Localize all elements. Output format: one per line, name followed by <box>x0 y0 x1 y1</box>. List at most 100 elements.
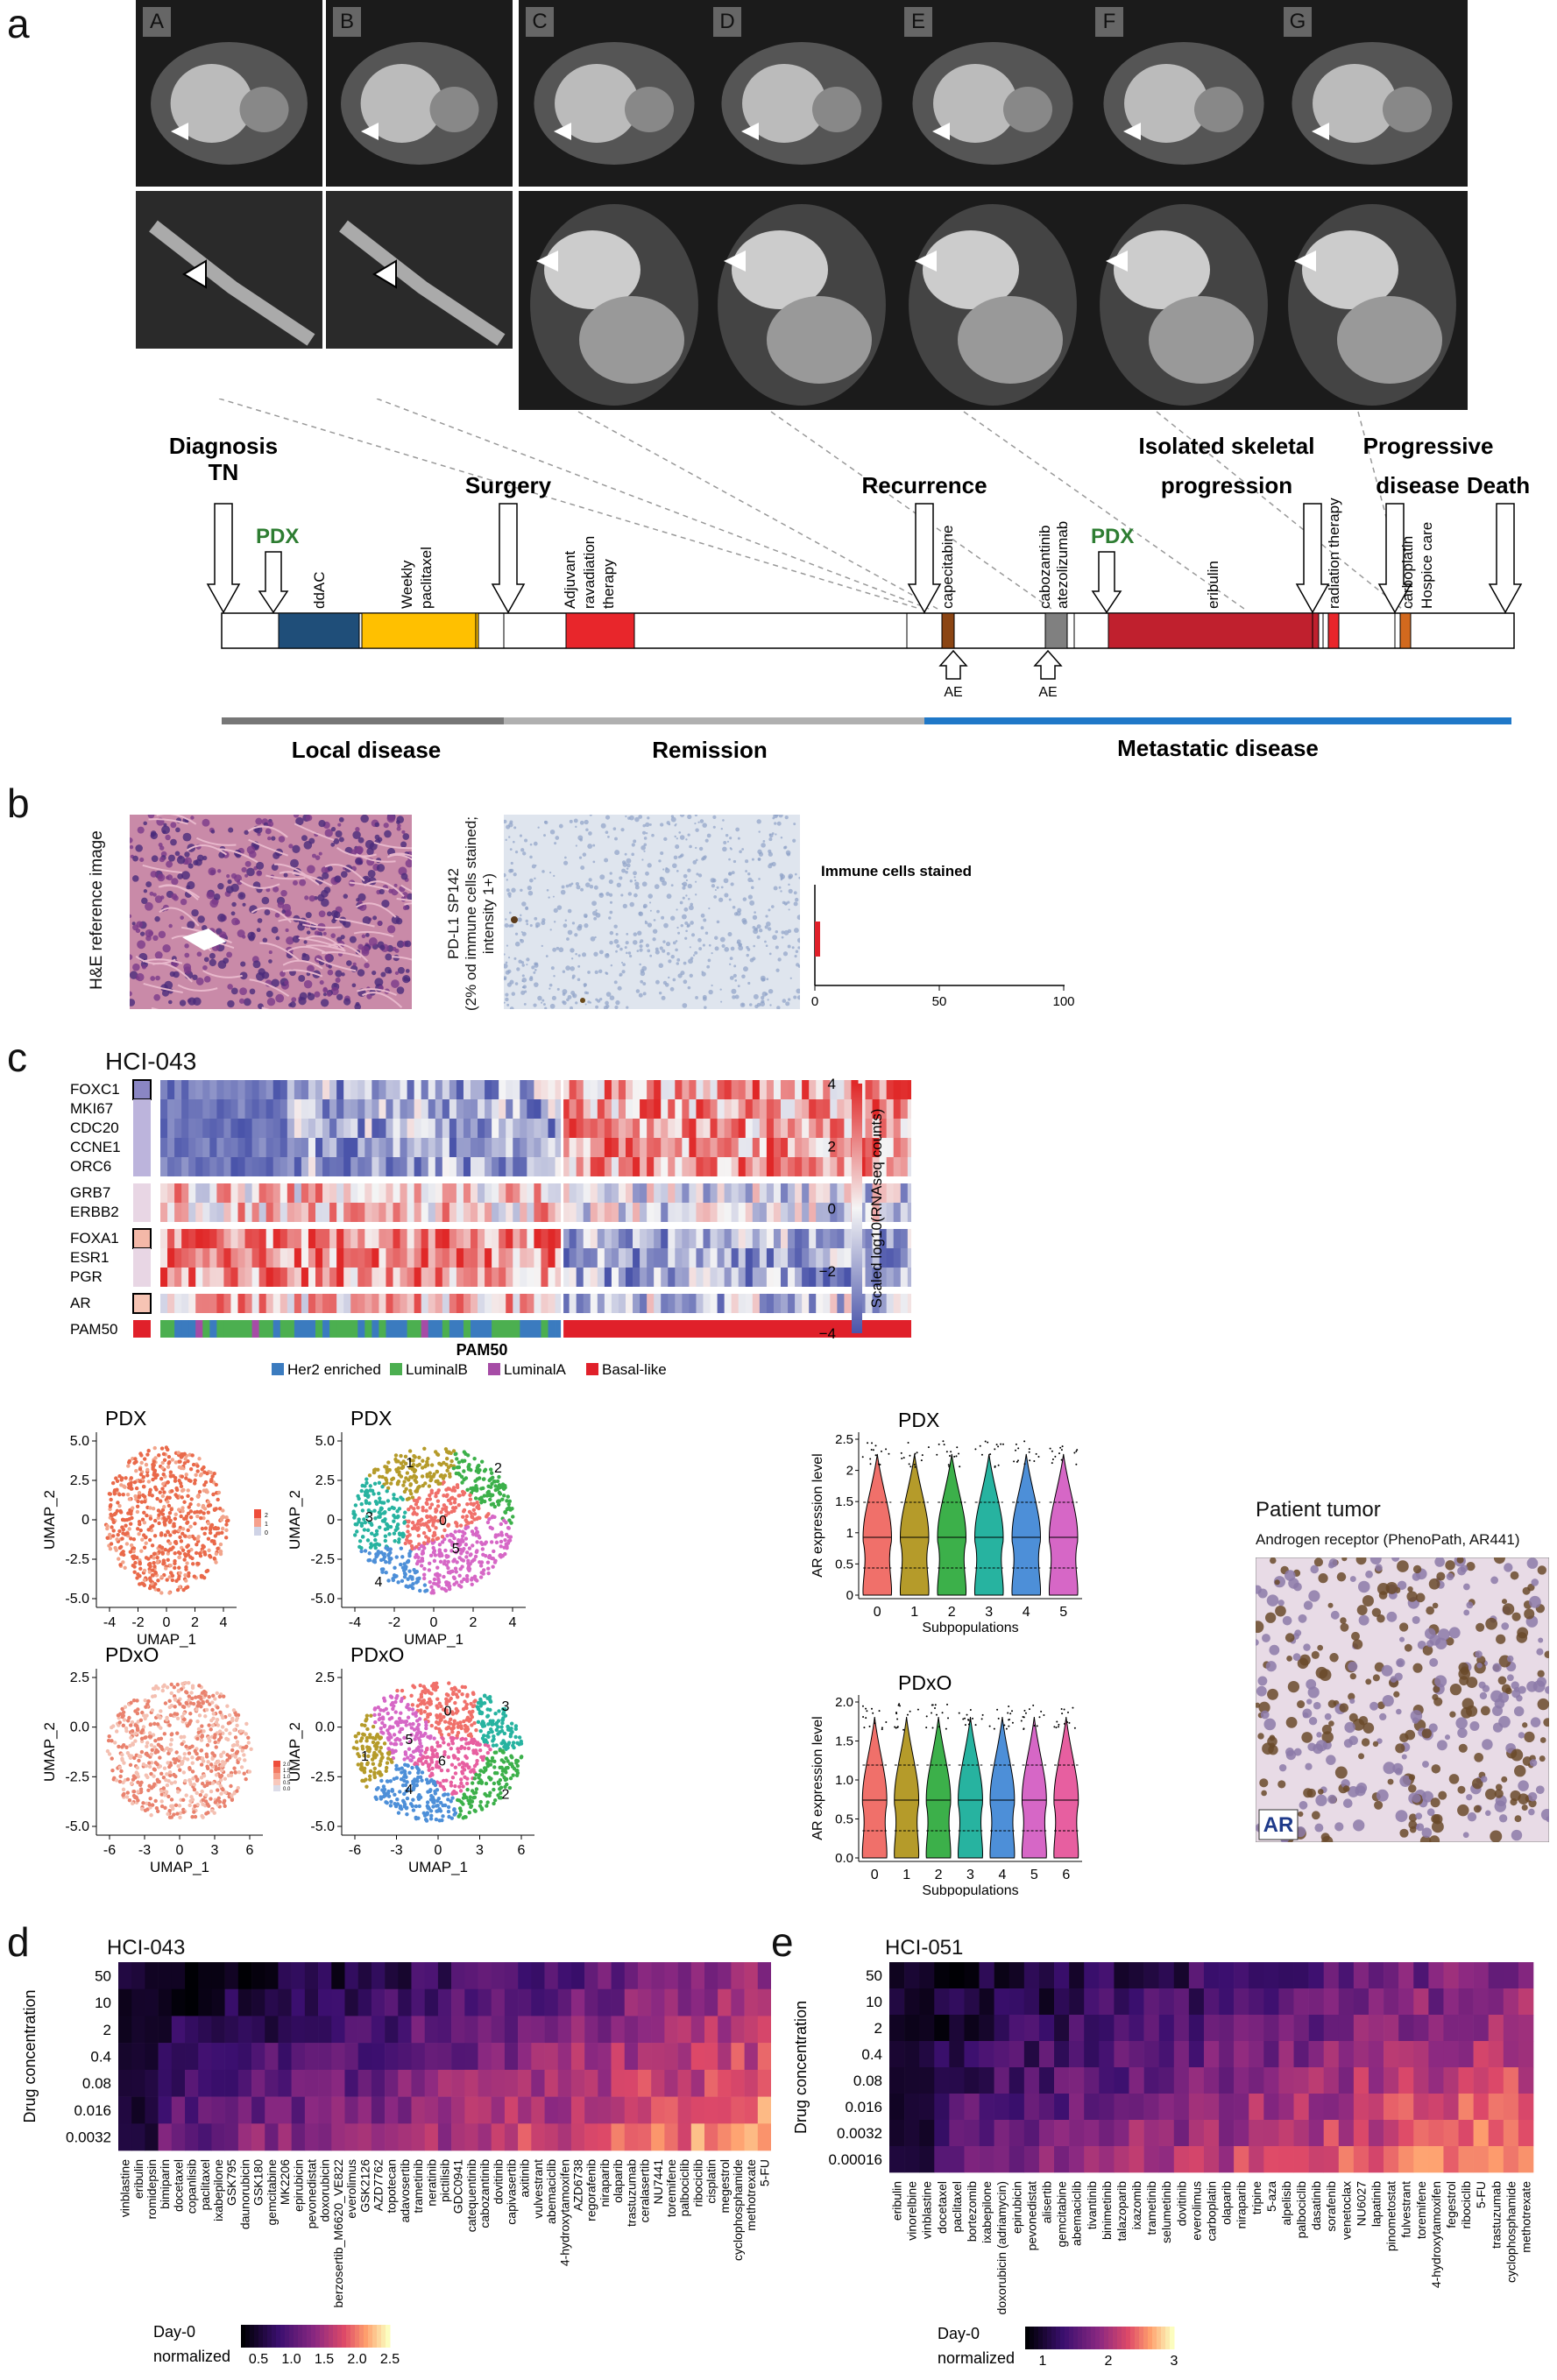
nucleus <box>175 827 180 833</box>
heatmap-cell <box>647 1138 655 1157</box>
umap-point <box>139 1549 144 1553</box>
heatmap-cell <box>322 1229 330 1248</box>
ct-axial-art <box>1103 42 1264 165</box>
heatmap-cell <box>456 1203 464 1222</box>
umap-point <box>360 1508 365 1513</box>
umap-point <box>436 1488 441 1493</box>
nucleus <box>549 1003 556 1009</box>
nucleus <box>271 864 279 871</box>
heatmap-cell <box>195 1119 203 1138</box>
umap-point <box>457 1472 462 1477</box>
nucleus <box>572 994 575 997</box>
umap-point <box>397 1507 402 1511</box>
umap-point <box>487 1517 492 1522</box>
heatmap-cell <box>421 1138 429 1157</box>
umap-point <box>406 1577 410 1581</box>
heatmap-cell <box>788 1099 796 1119</box>
heatmap-cell <box>745 1203 754 1222</box>
stroma-fiber <box>302 923 343 929</box>
nucleus <box>131 922 136 926</box>
umap-point <box>147 1585 152 1591</box>
gene-label: PGR <box>70 1268 103 1285</box>
heatmap-cell <box>773 1183 782 1203</box>
umap-point <box>178 1815 182 1820</box>
heatmap-cell <box>407 1119 415 1138</box>
heatmap-cell <box>745 1080 754 1099</box>
heatmap-cell <box>816 1099 824 1119</box>
legend-label: Her2 enriched <box>287 1361 381 1378</box>
heatmap-cell <box>900 1183 909 1203</box>
nucleus <box>720 827 724 830</box>
umap-point <box>204 1488 209 1493</box>
umap-point <box>117 1557 121 1561</box>
heatmap-cell <box>265 1248 274 1268</box>
umap-point <box>405 1560 410 1564</box>
heatmap-cell <box>492 1183 499 1203</box>
nucleus <box>166 875 170 880</box>
heatmap-cell <box>478 1183 485 1203</box>
heatmap-cell <box>442 1229 450 1248</box>
nucleus <box>664 983 669 987</box>
pam50-cell <box>223 1320 231 1338</box>
heatmap-cell <box>485 1294 492 1313</box>
heatmap-cell <box>823 1203 831 1222</box>
umap-point <box>506 1541 511 1545</box>
heatmap-cell <box>379 1119 386 1138</box>
heatmap-cell <box>590 1138 598 1157</box>
heatmap-cell <box>590 1099 598 1119</box>
nucleus <box>391 979 400 988</box>
nucleus <box>165 834 171 841</box>
heatmap-cell <box>759 1203 768 1222</box>
umap-point <box>126 1719 131 1723</box>
umap-point <box>458 1542 463 1546</box>
nucleus <box>216 869 222 873</box>
heatmap-cell <box>272 1268 281 1287</box>
ct-coronal-scan <box>1277 191 1468 410</box>
pdl1-label: PD-L1 SP142 (2% od immune cells stained;… <box>445 804 498 1023</box>
heatmap-cell <box>717 1099 725 1119</box>
heatmap-cell <box>160 1248 168 1268</box>
umap-point <box>237 1769 242 1775</box>
nucleus <box>633 932 638 936</box>
nucleus <box>575 1001 578 1005</box>
umap-point <box>144 1536 148 1540</box>
heatmap-cell <box>668 1294 676 1313</box>
nucleus <box>281 909 287 915</box>
heatmap-cell <box>781 1183 789 1203</box>
pam50-cell <box>336 1320 344 1338</box>
nucleus <box>160 895 165 900</box>
umap-point <box>160 1508 166 1513</box>
umap-point <box>155 1496 159 1501</box>
nucleus <box>257 918 263 923</box>
nucleus <box>153 993 161 1001</box>
umap-point <box>441 1507 445 1511</box>
umap-point <box>435 1536 441 1541</box>
heatmap-cell <box>830 1183 838 1203</box>
umap-point <box>461 1493 465 1497</box>
umap-point <box>188 1515 194 1520</box>
nucleus <box>674 835 676 838</box>
nucleus <box>642 982 647 985</box>
nucleus <box>685 879 689 882</box>
umap-point <box>422 1583 428 1587</box>
heatmap-cell <box>696 1080 704 1099</box>
event-label-death: Death <box>1467 472 1530 498</box>
nucleus <box>787 944 791 949</box>
umap-point <box>192 1536 197 1541</box>
nucleus <box>701 971 706 977</box>
stroma-fiber <box>389 852 412 858</box>
nucleus <box>685 894 688 897</box>
heatmap-cell <box>485 1138 492 1157</box>
heatmap-cell <box>597 1099 605 1119</box>
heatmap-cell <box>717 1183 725 1203</box>
nucleus <box>695 996 698 999</box>
pam50-cell <box>428 1320 436 1338</box>
heatmap-cell <box>435 1157 443 1176</box>
umap-point <box>123 1565 127 1570</box>
nucleus <box>626 951 628 955</box>
sample-annotation <box>132 1079 152 1100</box>
umap-point <box>161 1472 166 1477</box>
heatmap-cell <box>379 1157 386 1176</box>
heatmap-cell <box>569 1248 577 1268</box>
event-arrow-icon <box>907 503 942 614</box>
